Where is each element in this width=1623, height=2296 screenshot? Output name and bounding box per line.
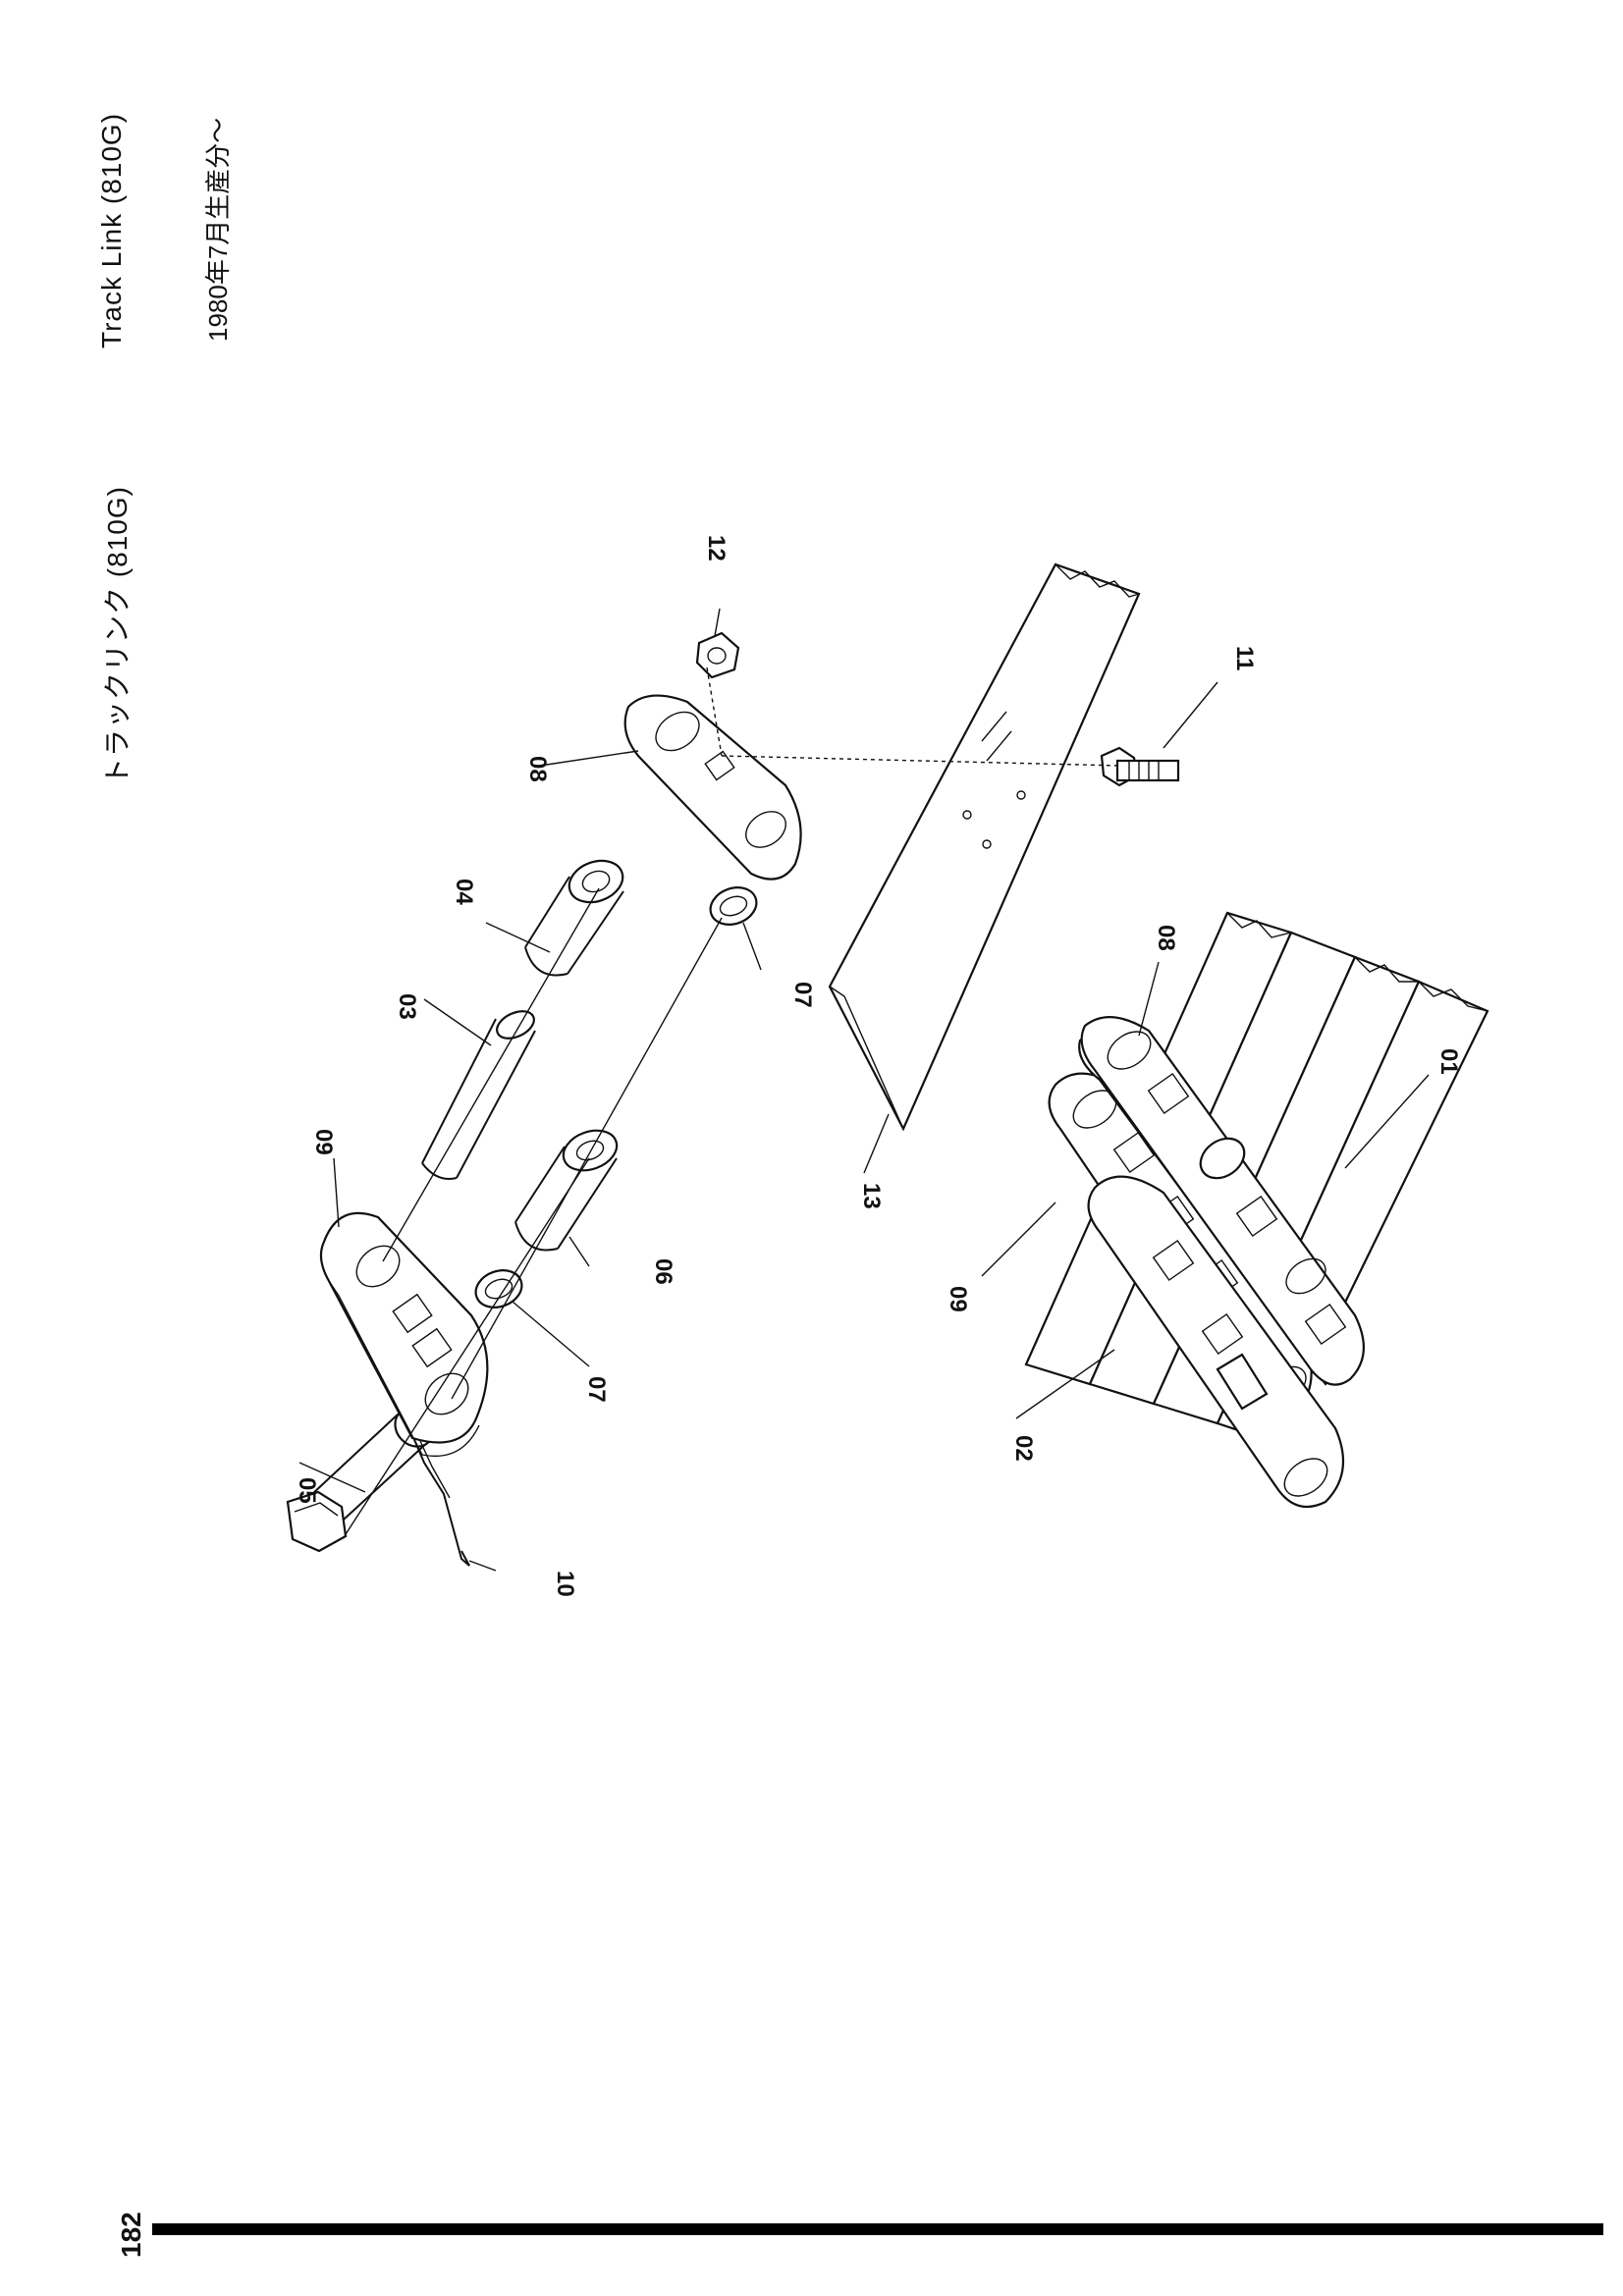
- left-link-upper: [319, 1211, 489, 1457]
- cotter-pin: [411, 1434, 470, 1567]
- seal-upper: [709, 886, 758, 926]
- assembled-track-section: [1024, 911, 1489, 1509]
- footer-rule: [152, 2223, 1603, 2235]
- callout-05: 05: [294, 1477, 320, 1504]
- callout-01: 01: [1435, 1048, 1462, 1075]
- callout-03: 03: [394, 993, 420, 1020]
- assembly-center-lines: [345, 667, 1120, 1535]
- leader-lines: [298, 608, 1430, 1572]
- callout-04: 04: [451, 879, 477, 905]
- callout-11: 11: [1231, 646, 1258, 670]
- callout-numbers: 05 10 09 03 06 07 04 08 07 12 11 13 08 0…: [294, 535, 1462, 1597]
- callout-07-upper: 07: [789, 982, 816, 1008]
- shoe-nut: [695, 631, 740, 679]
- callout-09-upper: 09: [310, 1129, 337, 1155]
- bushing-upper: [524, 859, 624, 977]
- callout-02: 02: [1010, 1435, 1037, 1462]
- callout-09-lower: 09: [945, 1286, 971, 1312]
- track-pin: [421, 1010, 536, 1180]
- shoe-bolt: [1100, 746, 1180, 787]
- callout-12: 12: [703, 535, 730, 561]
- bushing-lower: [514, 1129, 619, 1252]
- callout-08-lower: 08: [1153, 925, 1179, 951]
- right-link-upper: [623, 694, 802, 881]
- callout-10: 10: [552, 1571, 578, 1597]
- callout-13: 13: [858, 1183, 885, 1209]
- callout-08-upper: 08: [524, 756, 551, 782]
- callout-06: 06: [650, 1258, 676, 1285]
- callout-07-lower: 07: [583, 1376, 610, 1403]
- track-shoe: [828, 562, 1141, 1132]
